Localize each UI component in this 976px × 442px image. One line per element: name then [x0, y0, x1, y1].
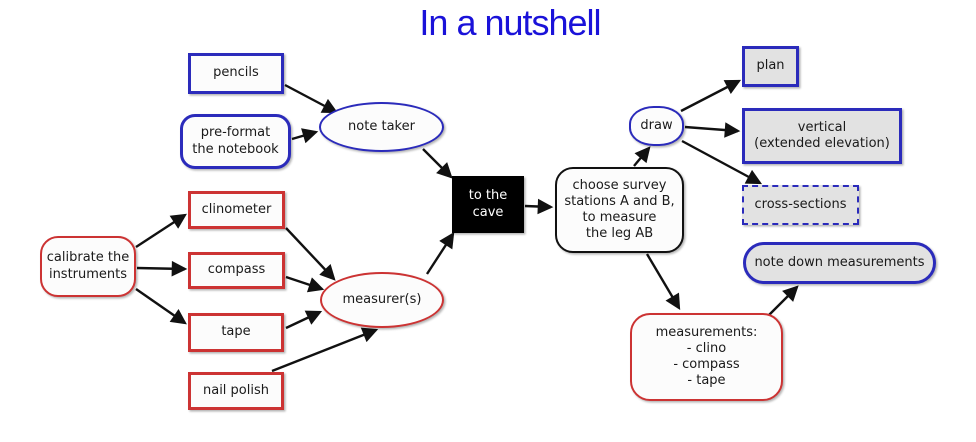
edge-choose-to-draw — [633, 146, 651, 167]
edge-draw-to-vertical — [684, 122, 741, 138]
node-plan: plan — [742, 46, 799, 87]
node-note-taker: note taker — [319, 102, 444, 152]
slide-title: In a nutshell — [419, 2, 601, 43]
node-vertical-elevation: vertical (extended elevation) — [742, 108, 902, 164]
edge-nail-polish-to-measurer — [271, 327, 379, 373]
node-choose-survey: choose survey stations A and B, to measu… — [555, 167, 684, 253]
node-compass: compass — [188, 252, 285, 289]
edge-measurements-to-notedown — [766, 285, 799, 318]
edge-cave-to-choose — [524, 198, 554, 215]
edge-tape-to-measurer — [285, 310, 323, 330]
edge-preformat-to-note-taker — [291, 128, 319, 144]
node-pencils: pencils — [188, 53, 284, 94]
node-cross-sections: cross-sections — [742, 185, 859, 225]
edge-draw-to-plan — [680, 79, 742, 113]
node-to-the-cave: to the cave — [452, 176, 524, 233]
edge-calibrate-to-tape — [135, 288, 187, 325]
node-nail-polish: nail polish — [188, 372, 284, 410]
edge-compass-to-measurer — [285, 275, 325, 293]
edge-measurer-to-cave — [425, 232, 455, 275]
edge-clinometer-to-measurer — [285, 227, 336, 281]
node-clinometer: clinometer — [188, 191, 285, 229]
edge-pencils-to-note-taker — [284, 83, 339, 114]
node-calibrate-instruments: calibrate the instruments — [40, 236, 136, 297]
edge-calibrate-to-clinometer — [135, 213, 187, 249]
edge-draw-to-cross-sections — [681, 139, 763, 185]
edge-calibrate-to-compass — [136, 260, 188, 277]
node-measurements-list: measurements: - clino - compass - tape — [630, 313, 783, 401]
edge-note-taker-to-cave — [422, 148, 453, 179]
edge-choose-to-measurements — [645, 253, 681, 311]
node-measurer: measurer(s) — [320, 272, 444, 328]
node-draw: draw — [629, 106, 684, 146]
node-tape: tape — [188, 313, 284, 352]
node-note-down-measurements: note down measurements — [743, 242, 936, 284]
node-preformat-notebook: pre-format the notebook — [180, 114, 291, 169]
